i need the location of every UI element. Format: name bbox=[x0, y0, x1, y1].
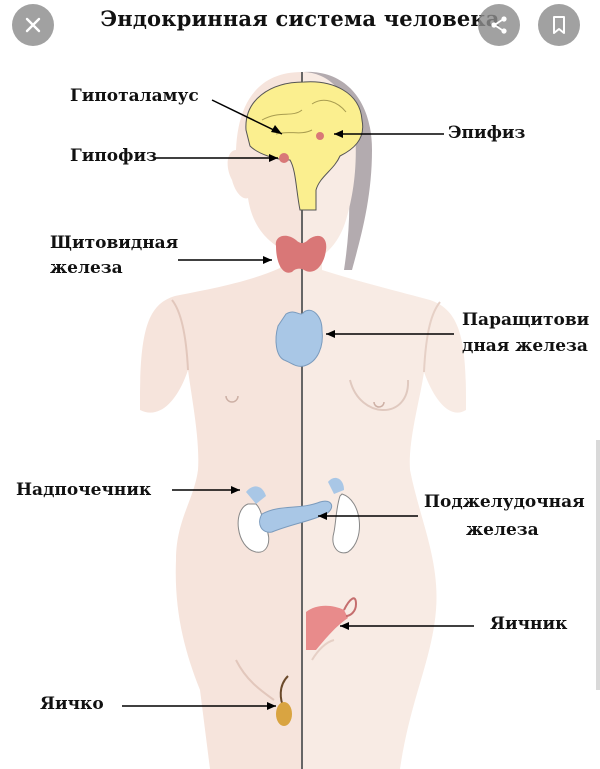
leader-hypothalamus bbox=[211, 99, 283, 135]
parathyroid-gland bbox=[275, 309, 323, 367]
arrowhead-pancreas bbox=[318, 512, 327, 520]
body-right-half bbox=[302, 72, 466, 769]
share-icon bbox=[491, 16, 507, 34]
fallopian-tube bbox=[343, 597, 358, 617]
close-icon bbox=[25, 17, 41, 33]
leader-arrowheads bbox=[231, 125, 349, 710]
label-parathyroid-line2: дная железа bbox=[462, 336, 588, 356]
label-thyroid-line2: железа bbox=[50, 258, 123, 278]
bookmark-icon bbox=[553, 16, 565, 34]
label-ovary: Яичник bbox=[490, 614, 568, 634]
hip-contour-left bbox=[235, 659, 275, 701]
pituitary-gland bbox=[279, 153, 289, 163]
brain bbox=[245, 81, 364, 211]
label-adrenal: Надпочечник bbox=[16, 480, 152, 500]
scroll-edge bbox=[596, 440, 600, 690]
arrowhead-hypothalamus bbox=[271, 125, 282, 134]
breast-right bbox=[349, 379, 410, 411]
pineal-gland bbox=[316, 132, 324, 140]
uterus bbox=[306, 605, 348, 650]
arrowhead-testis bbox=[267, 702, 276, 710]
thyroid-gland bbox=[275, 235, 327, 273]
leader-lines bbox=[122, 99, 474, 707]
arrowhead-pineal bbox=[334, 130, 343, 138]
label-pancreas-line2: железа bbox=[466, 520, 539, 540]
diagram-title: Эндокринная система человека bbox=[100, 6, 500, 31]
bookmark-button[interactable] bbox=[538, 4, 580, 46]
contour-left-arm bbox=[171, 299, 189, 371]
contour-right-arm bbox=[423, 301, 441, 373]
label-hypothalamus: Гипоталамус bbox=[70, 86, 199, 106]
nipple-right bbox=[373, 401, 385, 408]
arrowhead-ovary bbox=[340, 622, 349, 630]
label-pituitary: Гипофиз bbox=[70, 146, 157, 166]
arrowhead-pituitary bbox=[269, 154, 278, 162]
label-testis: Яичко bbox=[40, 694, 104, 714]
nipple-left bbox=[225, 395, 239, 403]
adrenal-left bbox=[246, 486, 266, 504]
adrenal-right bbox=[328, 477, 344, 494]
hip-contour-right bbox=[311, 639, 335, 661]
label-thyroid-line1: Щитовидная bbox=[50, 233, 179, 253]
kidney-right bbox=[332, 493, 360, 554]
arrowhead-thyroid bbox=[263, 256, 272, 264]
label-pineal: Эпифиз bbox=[448, 123, 526, 143]
arrowhead-adrenal bbox=[231, 486, 240, 494]
arrowhead-parathyroid bbox=[326, 330, 335, 338]
body-left-half bbox=[140, 72, 302, 769]
label-parathyroid-line1: Паращитови bbox=[462, 310, 590, 330]
share-button[interactable] bbox=[478, 4, 520, 46]
label-pancreas-line1: Поджелудочная bbox=[424, 492, 585, 512]
testis bbox=[276, 702, 292, 726]
close-button[interactable] bbox=[12, 4, 54, 46]
